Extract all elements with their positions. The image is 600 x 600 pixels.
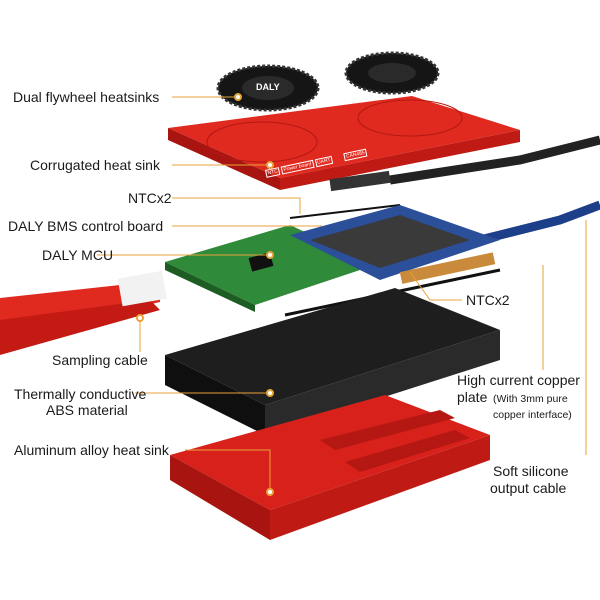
- label-ntc-bottom: NTCx2: [466, 292, 510, 308]
- leader-dots: [136, 93, 274, 496]
- label-aluminum-heat-sink: Aluminum alloy heat sink: [14, 442, 169, 458]
- label-copper-line1: High current copper: [457, 372, 580, 388]
- aluminum-heat-sink: [170, 395, 490, 540]
- label-corrugated-heat-sink: Corrugated heat sink: [30, 157, 160, 173]
- flywheel-heatsink-right: [344, 51, 440, 95]
- label-cable-line1: Soft silicone: [493, 463, 569, 479]
- label-copper-note2: copper interface): [493, 409, 572, 421]
- label-mcu: DALY MCU: [42, 247, 114, 263]
- label-sampling-cable: Sampling cable: [52, 352, 148, 368]
- label-ntc-top: NTCx2: [128, 190, 172, 206]
- label-abs-line1: Thermally conductive: [14, 386, 147, 402]
- label-cable-line2: output cable: [490, 480, 567, 496]
- label-control-board: DALY BMS control board: [8, 218, 164, 234]
- leader-lines: [97, 96, 587, 490]
- label-abs-line2: ABS material: [46, 402, 128, 418]
- flywheel-logo: DALY: [256, 82, 280, 92]
- label-flywheel-heatsinks: Dual flywheel heatsinks: [13, 89, 160, 105]
- output-cable-blue: [478, 200, 600, 245]
- ntc-wire-top: [289, 204, 401, 219]
- corrugated-heat-sink: [168, 96, 520, 190]
- label-copper-note1: (With 3mm pure: [493, 393, 568, 405]
- sampling-cable: [0, 270, 167, 355]
- flywheel-heatsink-left: [216, 64, 320, 112]
- power-board: [290, 205, 500, 284]
- abs-case: [165, 288, 500, 435]
- label-copper-line2: plate: [457, 389, 488, 405]
- output-cable-black: [329, 135, 600, 192]
